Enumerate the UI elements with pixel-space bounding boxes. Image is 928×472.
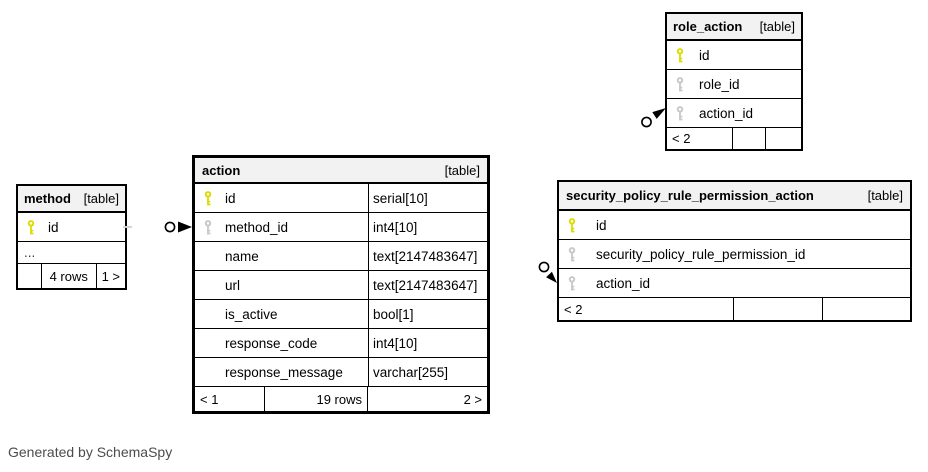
- footer-row-count: [733, 128, 766, 149]
- primary-key-icon: [27, 220, 35, 235]
- column-name: security_policy_rule_permission_id: [596, 246, 806, 262]
- footer-related-left: < 2: [559, 298, 734, 320]
- column-row-action-id: action_id: [667, 99, 801, 128]
- column-row-name: name text[2147483647]: [195, 242, 487, 271]
- fk-endpoint-action-security-policy: [538, 261, 557, 283]
- column-type: varchar[255]: [368, 358, 487, 386]
- table-footer: < 2: [667, 128, 801, 149]
- footer-related-left: < 2: [667, 128, 733, 149]
- footer-related-right: 1 >: [101, 268, 120, 284]
- footer-related-left: < 1: [195, 387, 265, 411]
- generated-by-note: Generated by SchemaSpy: [8, 444, 173, 460]
- column-row-id: id: [667, 41, 801, 70]
- table-type-tag: [table]: [83, 191, 119, 206]
- table-name: method: [24, 191, 71, 206]
- table-footer: < 2: [559, 298, 910, 320]
- table-type-tag: [table]: [759, 19, 795, 34]
- column-row-id: id serial[10]: [195, 184, 487, 213]
- table-node-action[interactable]: action [table] id serial[10] method_id i…: [192, 155, 490, 414]
- column-name: action_id: [596, 275, 651, 291]
- column-type: int4[10]: [368, 329, 487, 357]
- footer-related-right: [766, 128, 801, 149]
- footer-related-right: [823, 298, 910, 320]
- column-row-response-message: response_message varchar[255]: [195, 358, 487, 387]
- footer-related-right: 2 >: [463, 391, 482, 407]
- column-row-response-code: response_code int4[10]: [195, 329, 487, 358]
- column-type: text[2147483647]: [368, 271, 487, 299]
- column-name: is_active: [225, 306, 278, 322]
- table-header: role_action [table]: [667, 14, 801, 41]
- column-name: id: [225, 190, 236, 206]
- footer-row-count: 4 rows: [42, 264, 97, 288]
- connector-arrowhead: [178, 221, 192, 233]
- column-type: bool[1]: [368, 300, 487, 328]
- column-row-id: id: [559, 211, 910, 240]
- foreign-key-icon: [204, 220, 212, 235]
- primary-key-icon: [676, 48, 684, 63]
- column-name: id: [48, 219, 59, 235]
- connector-circle: [164, 221, 176, 233]
- table-name: security_policy_rule_permission_action: [566, 188, 814, 203]
- table-header: method [table]: [18, 186, 125, 213]
- foreign-key-icon: [676, 106, 684, 121]
- foreign-key-icon: [568, 276, 576, 291]
- table-type-tag: [table]: [867, 188, 903, 203]
- column-row-is-active: is_active bool[1]: [195, 300, 487, 329]
- primary-key-icon: [204, 191, 212, 206]
- table-header: action [table]: [195, 158, 487, 184]
- table-node-role-action[interactable]: role_action [table] id role_id action_id…: [665, 12, 803, 151]
- foreign-key-icon: [568, 247, 576, 262]
- column-row-method-id: method_id int4[10]: [195, 213, 487, 242]
- table-node-method[interactable]: method [table] id ... 4 rows 1 >: [16, 184, 127, 290]
- column-row-role-id: role_id: [667, 70, 801, 99]
- column-row-id: id: [18, 213, 125, 242]
- relationship-line-stub: [123, 226, 132, 228]
- table-name: role_action: [673, 19, 743, 34]
- column-row-action-id: action_id: [559, 269, 910, 298]
- column-type: int4[10]: [368, 213, 487, 241]
- fk-endpoint-method-action: [164, 221, 192, 233]
- column-row-security-policy-rule-permission-id: security_policy_rule_permission_id: [559, 240, 910, 269]
- table-node-security-policy-rule-permission-action[interactable]: security_policy_rule_permission_action […: [557, 180, 912, 322]
- column-type: text[2147483647]: [368, 242, 487, 270]
- connector-arrowhead: [652, 108, 666, 119]
- column-name: response_message: [225, 364, 343, 380]
- foreign-key-icon: [676, 77, 684, 92]
- column-name: role_id: [699, 76, 740, 92]
- column-name: url: [225, 277, 241, 293]
- column-name: response_code: [225, 335, 318, 351]
- column-name: action_id: [699, 105, 754, 121]
- table-type-tag: [table]: [444, 162, 480, 178]
- column-name: name: [225, 248, 259, 264]
- column-name: id: [596, 217, 607, 233]
- footer-related-left: [18, 264, 42, 288]
- primary-key-icon: [568, 218, 576, 233]
- footer-row-count: [734, 298, 823, 320]
- connector-circle: [538, 261, 550, 273]
- ellipsis-label: ...: [24, 245, 36, 260]
- column-type: serial[10]: [368, 184, 487, 212]
- table-header: security_policy_rule_permission_action […: [559, 182, 910, 211]
- fk-endpoint-action-role-action: [641, 108, 666, 128]
- column-name: method_id: [225, 219, 289, 235]
- connector-circle: [641, 116, 652, 128]
- table-footer: 4 rows 1 >: [18, 264, 125, 288]
- connector-arrowhead: [546, 271, 557, 283]
- column-row-url: url text[2147483647]: [195, 271, 487, 300]
- footer-row-count: 19 rows: [265, 387, 368, 411]
- columns-ellipsis-row: ...: [18, 242, 125, 264]
- table-footer: < 1 19 rows 2 >: [195, 387, 487, 411]
- table-name: action: [202, 162, 241, 178]
- column-name: id: [699, 47, 710, 63]
